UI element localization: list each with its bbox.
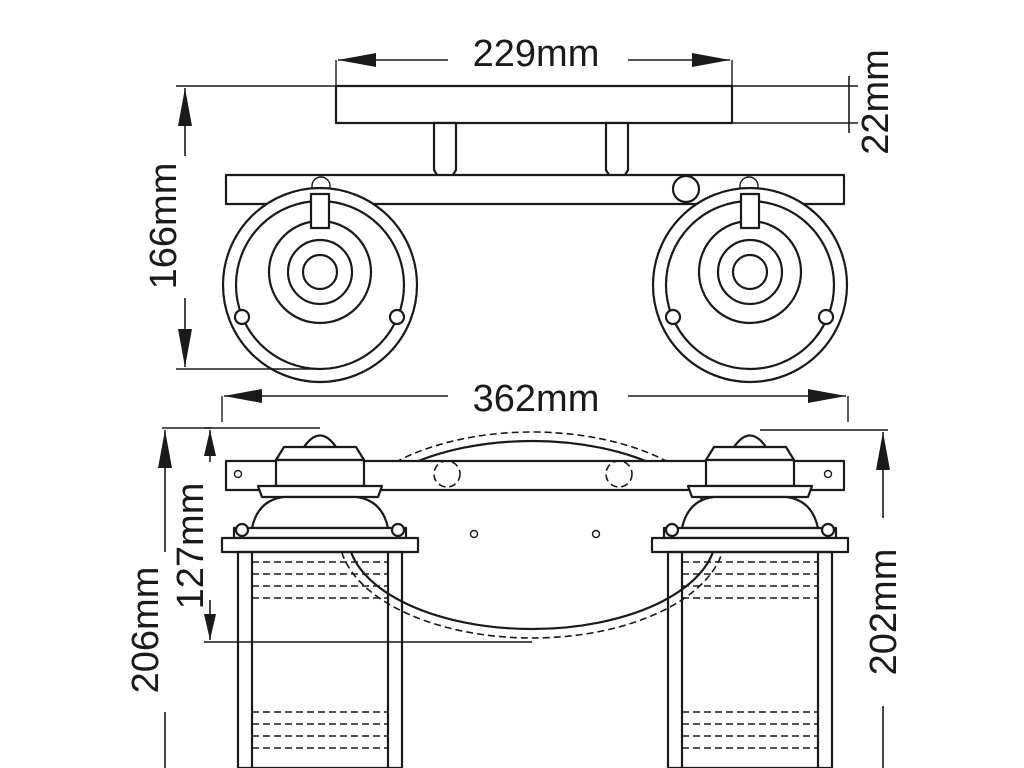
dimension-229mm-label: 229mm — [473, 33, 600, 75]
dimension-127mm-label: 127mm — [170, 483, 212, 610]
dimension-22mm-label: 22mm — [855, 49, 897, 155]
dimension-22mm-line — [732, 76, 858, 133]
top-view-lantern-left — [221, 186, 419, 384]
front-view — [220, 431, 850, 768]
top-view-lantern-right — [651, 186, 849, 384]
top-view-backplate — [334, 84, 734, 125]
dimension-166mm-line — [176, 85, 336, 370]
dimension-202mm-label: 202mm — [863, 549, 905, 676]
top-view — [221, 60, 849, 384]
dimension-229mm-line — [338, 53, 730, 67]
dimension-206mm-label: 206mm — [125, 567, 167, 694]
dimension-362mm-label: 362mm — [473, 378, 600, 420]
dimension-127mm-line — [204, 427, 532, 643]
front-view-lantern-right — [650, 434, 850, 768]
top-view-knuckle — [671, 174, 701, 204]
dimension-202mm-line — [760, 429, 890, 768]
front-view-lantern-left — [220, 434, 420, 768]
dimension-166mm-label: 166mm — [143, 163, 185, 290]
dimension-206mm-line — [158, 427, 212, 768]
dimension-362mm-line — [221, 389, 849, 422]
